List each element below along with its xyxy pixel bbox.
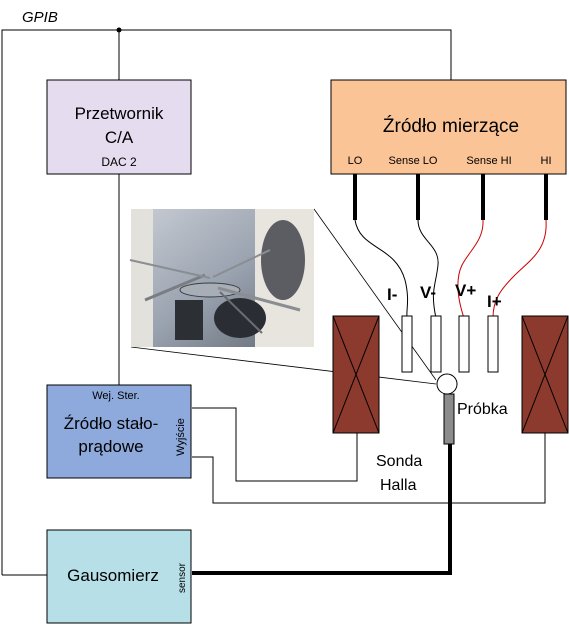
terminal-sense-lo-label: Sense LO: [389, 155, 438, 167]
gpib-label: GPIB: [22, 9, 58, 26]
magnet-wire-right: [192, 433, 546, 504]
probe-i-minus-label: I-: [387, 285, 397, 304]
terminal-sense-hi-label: Sense HI: [466, 155, 511, 167]
current-source-title-line2: prądowe: [78, 437, 143, 456]
terminal-lo-label: LO: [348, 155, 363, 167]
photo-pointer-bottom: [130, 346, 437, 385]
gpib-bus: GPIB: [1, 9, 452, 576]
probe-needles: I- V- V+ I+: [387, 281, 502, 373]
probe-v-minus-label: V-: [420, 283, 436, 302]
dac-title-line1: Przetwornik: [75, 104, 164, 123]
hall-label-line2: Halla: [380, 477, 417, 494]
probe-i-plus-label: I+: [487, 292, 502, 311]
sample-stage-photo: [129, 209, 314, 347]
sensor-label: sensor: [177, 562, 188, 593]
magnet-right: [521, 315, 569, 434]
current-source-box: Wej. Ster. Źródło stało- prądowe Wyjście: [46, 384, 192, 479]
sample-label: Próbka: [457, 401, 508, 418]
meter-leads: [353, 174, 548, 319]
meter-title: Źródło mierzące: [383, 116, 519, 137]
dac-title-line2: C/A: [105, 128, 134, 147]
magnet-wire-left: [192, 407, 358, 482]
dac-subtitle: DAC 2: [101, 155, 137, 169]
current-source-title-line1: Źródło stało-: [64, 414, 158, 433]
dac-box: Przetwornik C/A DAC 2: [46, 79, 192, 175]
hall-probe-cable: [192, 444, 452, 575]
output-label: Wyjście: [175, 418, 187, 456]
gaussmeter-box: Gausomierz sensor: [46, 529, 192, 624]
sample-circle: [436, 373, 458, 395]
terminal-hi-label: HI: [541, 155, 552, 167]
control-input-label: Wej. Ster.: [92, 390, 139, 402]
gaussmeter-title: Gausomierz: [67, 566, 159, 585]
hall-label-line1: Sonda: [376, 453, 422, 470]
hall-probe-body: [443, 393, 455, 445]
photo-pointer-top: [313, 208, 437, 381]
magnet-left: [332, 315, 380, 434]
probe-v-plus-label: V+: [455, 281, 476, 300]
source-meter-box: Źródło mierzące LO Sense LO Sense HI HI: [330, 79, 567, 175]
